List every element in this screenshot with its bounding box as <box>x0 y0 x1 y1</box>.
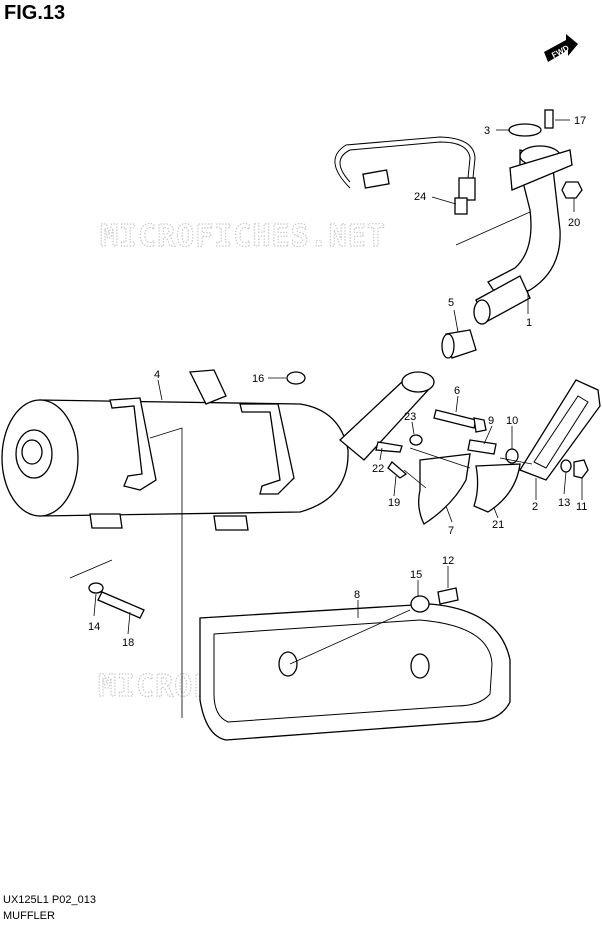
callout-pointer <box>411 421 415 435</box>
callout-pointer <box>393 475 397 497</box>
leader-line <box>69 559 113 579</box>
leader-line <box>289 609 411 665</box>
cover-bolt <box>437 587 459 605</box>
callout-2: 2 <box>532 501 538 513</box>
callout-13: 13 <box>558 497 570 509</box>
callout-pointer <box>157 379 163 401</box>
mounting-bolt <box>97 591 145 619</box>
leader-line <box>403 469 427 489</box>
muffler-protector-lower <box>473 463 521 513</box>
figure-title: FIG.13 <box>4 2 66 24</box>
figure-code: UX125L1 P02_013 <box>3 894 96 906</box>
callout-pointer <box>563 471 567 495</box>
cap-nut <box>573 459 589 479</box>
callout-pointer <box>493 507 499 519</box>
callout-12: 12 <box>442 555 454 567</box>
muffler-bracket-plate <box>519 379 601 481</box>
cap <box>286 371 306 385</box>
lock-washer <box>560 459 572 473</box>
callout-pointer <box>483 425 493 445</box>
callout-pointer <box>445 505 453 523</box>
callout-6: 6 <box>454 385 460 397</box>
callout-pointer <box>431 196 457 205</box>
oxygen-sensor <box>334 136 476 215</box>
callout-pointer <box>93 593 97 617</box>
callout-21: 21 <box>492 519 504 531</box>
callout-24: 24 <box>414 191 426 203</box>
stud-bolt <box>544 109 554 129</box>
small-bolt <box>375 441 408 479</box>
washer-lower <box>88 582 104 594</box>
callout-16: 16 <box>252 373 264 385</box>
callout-pointer <box>455 395 459 413</box>
callout-pointer <box>127 611 131 635</box>
callout-pointer <box>453 309 459 333</box>
callout-9: 9 <box>488 415 494 427</box>
callout-4: 4 <box>154 369 160 381</box>
leader-line <box>455 211 531 246</box>
callout-15: 15 <box>410 569 422 581</box>
figure-name: MUFFLER <box>3 910 55 922</box>
exhaust-pipe <box>473 145 573 325</box>
callout-10: 10 <box>506 415 518 427</box>
stud-bolt-short <box>467 439 497 455</box>
grommet <box>410 595 430 613</box>
callout-14: 14 <box>88 621 100 633</box>
leader-line <box>499 457 533 465</box>
callout-pointer <box>379 447 383 461</box>
pipe-gasket <box>441 329 477 359</box>
callout-5: 5 <box>448 297 454 309</box>
nut <box>561 181 583 199</box>
muffler-body <box>1 369 435 531</box>
callout-23: 23 <box>404 411 416 423</box>
callout-1: 1 <box>526 317 532 329</box>
muffler-protector <box>418 453 471 525</box>
callout-11: 11 <box>576 501 587 513</box>
watermark-top: MICROFICHES.NET <box>100 219 386 254</box>
callout-8: 8 <box>354 589 360 601</box>
callout-3: 3 <box>484 125 490 137</box>
gasket <box>508 123 542 137</box>
bolt <box>433 409 487 433</box>
callout-22: 22 <box>372 463 384 475</box>
fwd-arrow-icon: FWD <box>544 34 578 62</box>
callout-18: 18 <box>122 637 134 649</box>
muffler-cover <box>199 603 511 741</box>
callout-17: 17 <box>574 115 586 127</box>
leader-line <box>409 447 471 469</box>
callout-19: 19 <box>388 497 400 509</box>
leader-line <box>149 427 183 718</box>
callout-20: 20 <box>568 217 580 229</box>
callout-7: 7 <box>448 525 454 537</box>
